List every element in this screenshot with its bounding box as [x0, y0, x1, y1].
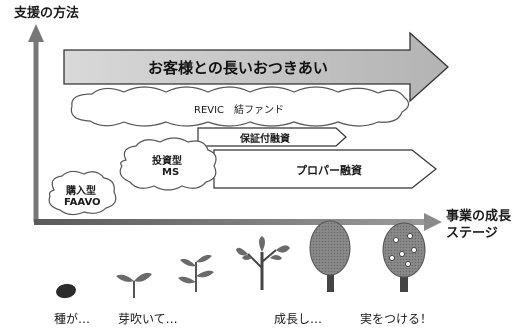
purchase-faavo-cloud [48, 170, 117, 216]
investment-ms-cloud [119, 137, 217, 191]
stage-label-seed: 種が… [54, 312, 91, 326]
y-axis [28, 24, 44, 222]
proper-loan-label: プロパー融資 [296, 164, 362, 177]
long-relationship-banner-arrow [63, 31, 449, 103]
banner-text: お客様との長いおつきあい [148, 59, 328, 77]
stage-label-fruit: 実をつける！ [360, 312, 433, 326]
seed-icon [56, 283, 76, 299]
tree-icon [309, 220, 351, 292]
stage-label-grow: 成長し… [274, 312, 323, 326]
revic-fund-cloud [70, 86, 410, 127]
guarantee-loan-label: 保証付融資 [240, 134, 290, 145]
y-axis-label: 支援の方法 [14, 6, 80, 21]
young-tree-icon [236, 236, 290, 290]
purchase-cloud-label-line2: FAAVO [64, 197, 101, 208]
x-axis-label-line2: ステージ [446, 226, 498, 241]
investment-cloud-label-line1: 投資型 [152, 156, 182, 167]
fruit-tree-icon [382, 222, 426, 292]
revic-fund-label: REVIC 結ファンド [194, 105, 285, 116]
purchase-cloud-label-line1: 購入型 [66, 186, 96, 197]
x-axis [34, 213, 442, 231]
investment-cloud-label-line2: MS [162, 167, 180, 178]
seedling-icon [178, 254, 214, 292]
stage-label-sprout: 芽吹いて… [118, 312, 178, 326]
x-axis-label-line1: 事業の成長 [446, 209, 512, 224]
proper-loan-arrow [213, 149, 437, 189]
sprout-icon [116, 272, 152, 298]
